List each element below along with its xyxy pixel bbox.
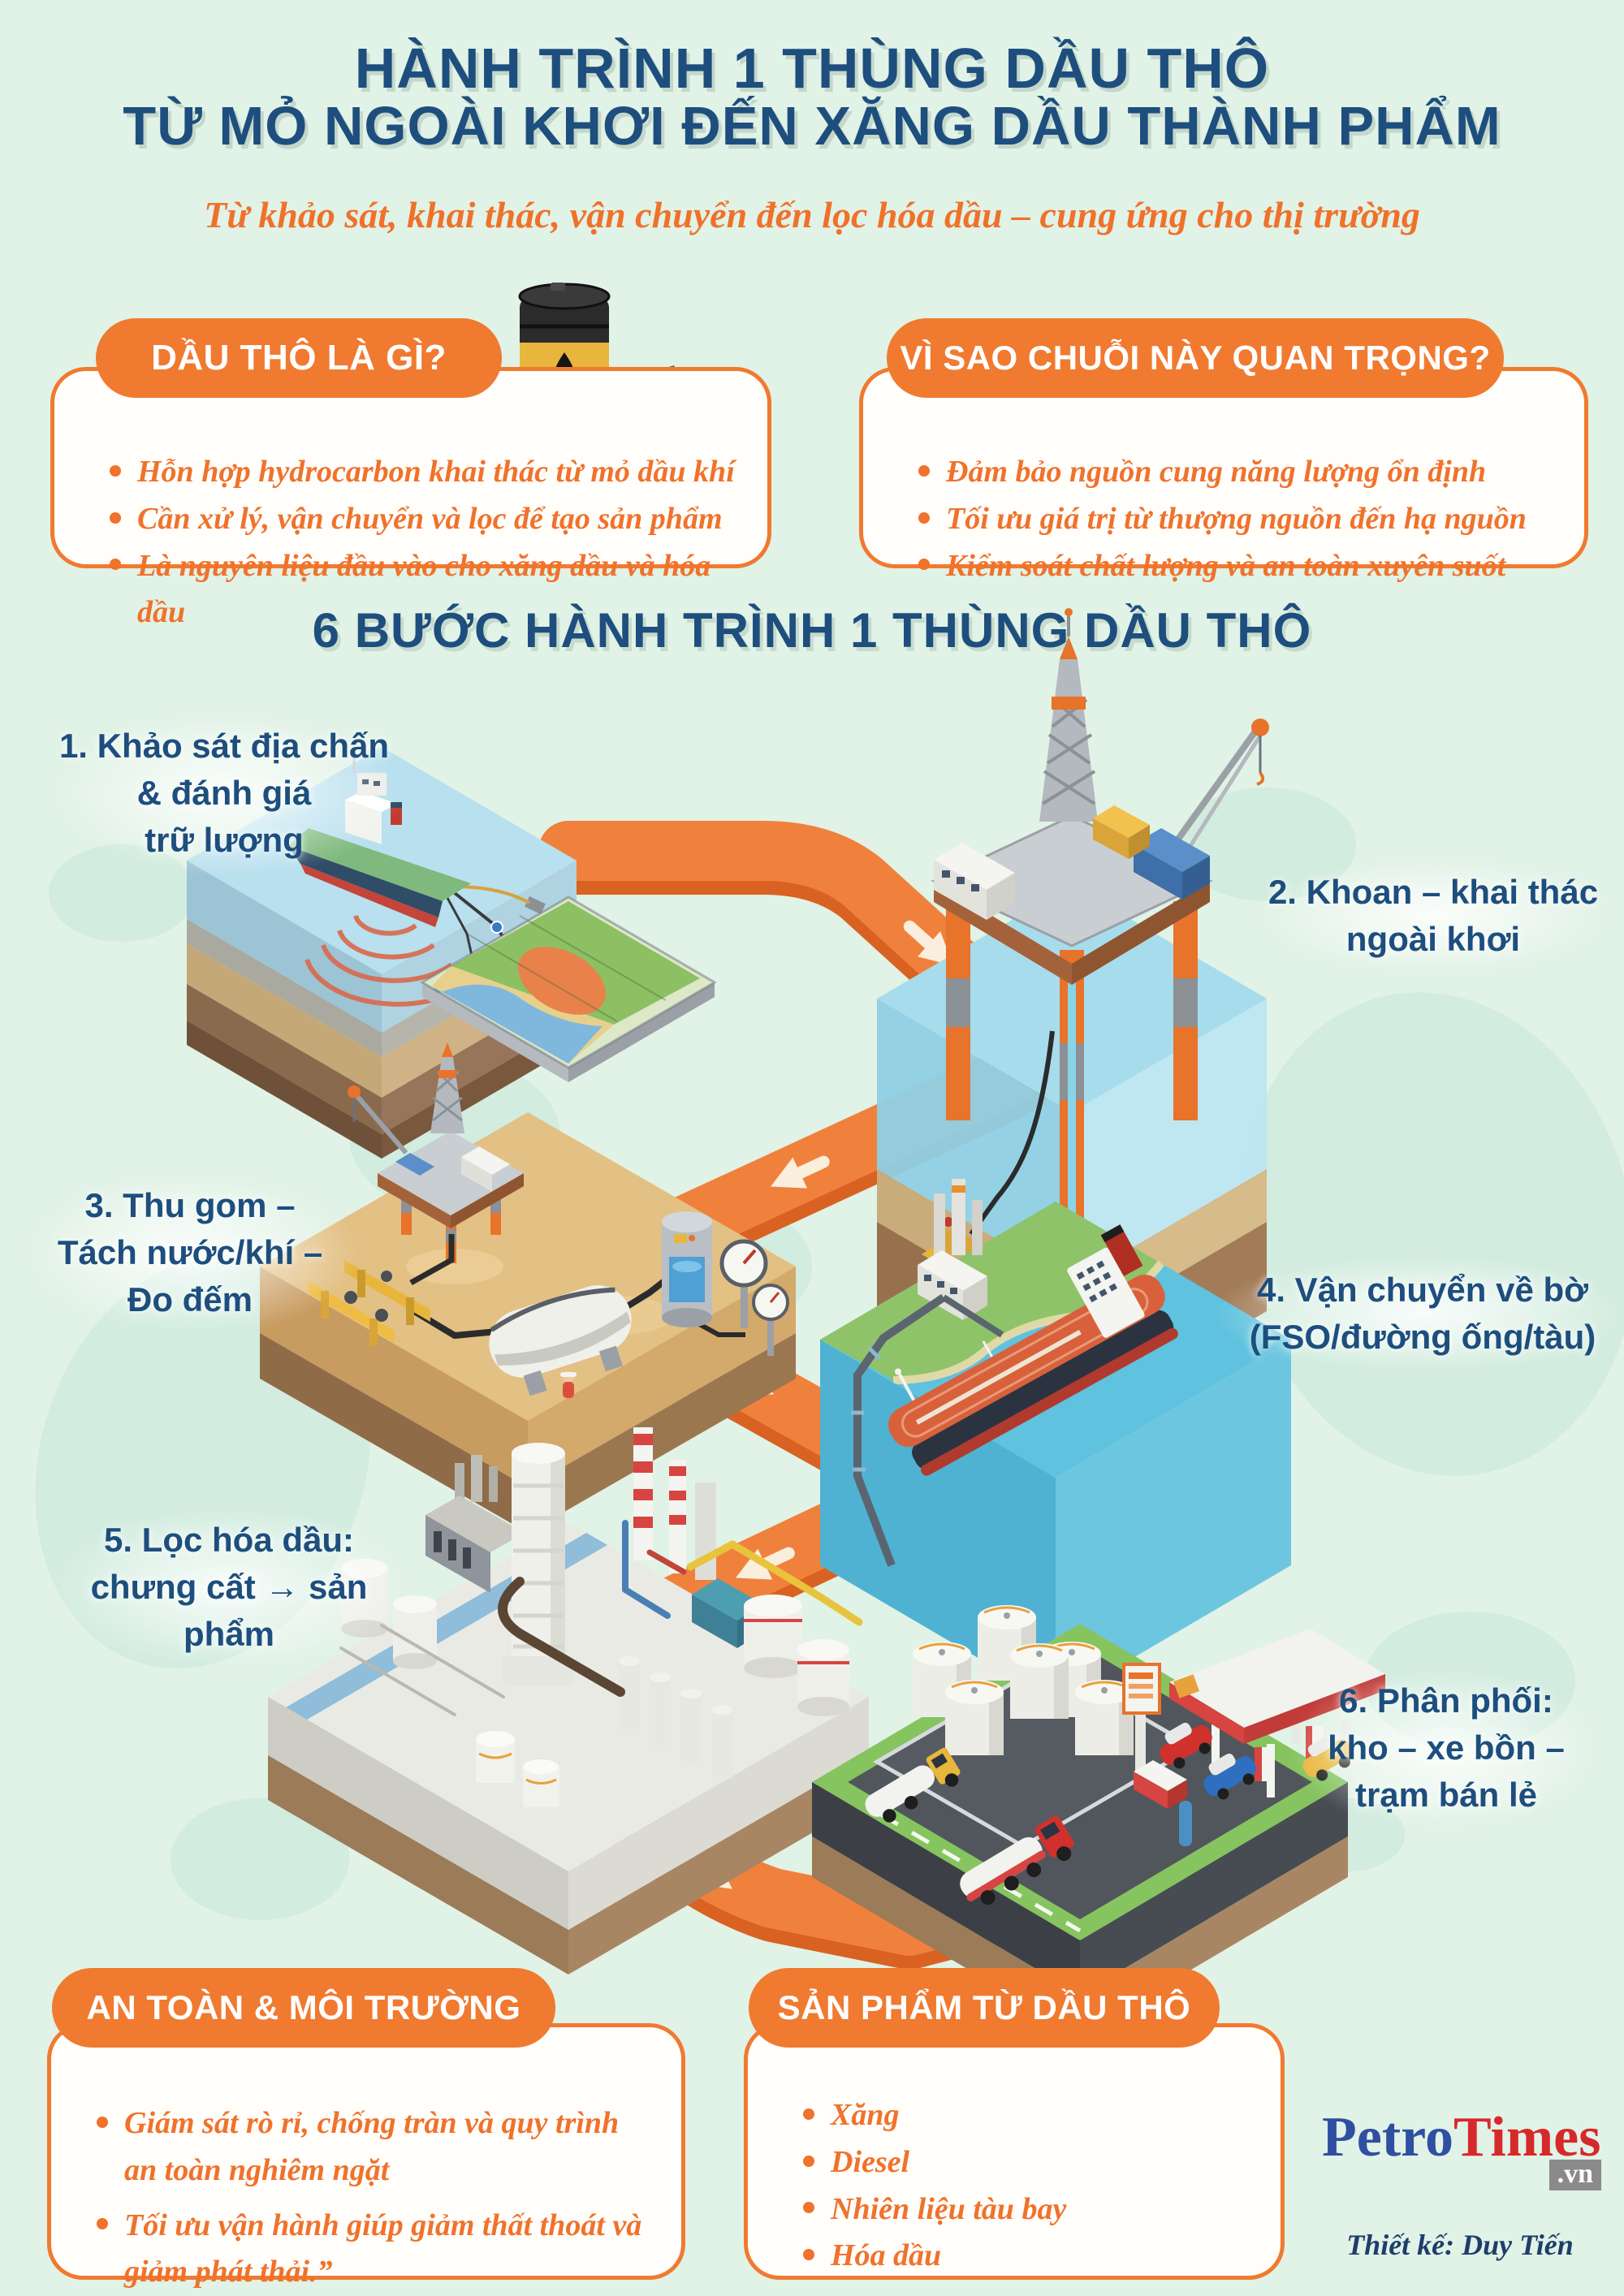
journey-section-title: 6 BƯỚC HÀNH TRÌNH 1 THÙNG DẦU THÔ <box>312 603 1312 658</box>
page-title: HÀNH TRÌNH 1 THÙNG DẦU THÔ TỪ MỎ NGOÀI K… <box>0 39 1624 154</box>
products-title: SẢN PHẨM TỪ DẦU THÔ <box>777 1988 1191 2026</box>
bullet-item: Diesel <box>797 2139 1256 2186</box>
brand-vn-badge: .vn <box>1548 2160 1601 2190</box>
step-label-3: 3. Thu gom – Tách nước/khí – Đo đếm <box>19 1167 361 1338</box>
worker-icon <box>560 1371 577 1398</box>
products-header: SẢN PHẨM TỪ DẦU THÔ <box>749 1968 1220 2048</box>
petrotimes-logo: PetroTimes .vn <box>1322 2106 1601 2190</box>
safety-environment-bullets: Giám sát rò rỉ, chống tràn và quy trình … <box>90 2100 652 2296</box>
what-is-crude-header: DẦU THÔ LÀ GÌ? <box>96 318 502 398</box>
tanker-ship-icon <box>888 1224 1178 1476</box>
safety-environment-title: AN TOÀN & MÔI TRƯỜNG <box>86 1988 521 2026</box>
bullet-item: Xăng <box>797 2092 1256 2139</box>
platform-legs-icon <box>946 901 1198 1218</box>
process-building-icon <box>425 1455 525 1593</box>
step-label-2: 2. Khoan – khai thác ngoài khơi <box>1250 854 1616 978</box>
tanker-truck-icon <box>865 1747 1074 1905</box>
bullet-item: Tối ưu vận hành giúp giảm thất thoát và … <box>90 2203 652 2296</box>
depot-tanks-icon <box>913 1605 1134 1755</box>
bullet-item: Là nguyên liệu đầu vào cho xăng dầu và h… <box>103 543 743 637</box>
why-chain-matters-header: VÌ SAO CHUỖI NÀY QUAN TRỌNG? <box>887 318 1504 398</box>
bullet-item: Nhiên liệu tàu bay <box>797 2186 1256 2233</box>
bullet-item: Kiểm soát chất lượng và an toàn xuyên su… <box>912 543 1560 590</box>
bullet-item: Hỗn hợp hydrocarbon khai thác từ mỏ dầu … <box>103 449 743 496</box>
mini-rig-icon <box>348 1042 524 1263</box>
safety-environment-box: Giám sát rò rỉ, chống tràn và quy trình … <box>47 2023 685 2289</box>
what-is-crude-title: DẦU THÔ LÀ GÌ? <box>151 338 447 378</box>
why-chain-matters-box: Đảm bảo nguồn cung năng lượng ổn định Tố… <box>859 367 1588 583</box>
derrick-icon <box>1039 608 1098 822</box>
products-box: Xăng Diesel Nhiên liệu tàu bay Hóa dầu <box>744 2023 1285 2280</box>
pressure-gauge-icon <box>719 1239 789 1356</box>
shore-land <box>820 1202 1161 1380</box>
why-chain-matters-title: VÌ SAO CHUỖI NÀY QUAN TRỌNG? <box>900 339 1491 377</box>
brand-petro: Petro <box>1322 2106 1453 2169</box>
what-is-crude-box: Hỗn hợp hydrocarbon khai thác từ mỏ dầu … <box>50 367 771 629</box>
bullet-item: Tối ưu giá trị từ thượng nguồn đến hạ ng… <box>912 496 1560 543</box>
designer-credit: Thiết kế: Duy Tiến <box>1346 2229 1574 2261</box>
kiosk-icon <box>1134 1760 1187 1809</box>
what-is-crude-bullets: Hỗn hợp hydrocarbon khai thác từ mỏ dầu … <box>103 449 743 637</box>
step-label-4: 4. Vận chuyển về bờ (FSO/đường ống/tàu) <box>1212 1252 1624 1375</box>
flow-arrow-1 <box>903 920 953 966</box>
bullet-item: Cần xử lý, vận chuyển và lọc để tạo sản … <box>103 496 743 543</box>
price-sign-icon <box>1122 1663 1161 1775</box>
deck-buildings-icon <box>934 805 1210 920</box>
offshore-platform-illustration <box>877 608 1269 1425</box>
separator-tank-icon <box>489 1285 632 1396</box>
page-subtitle: Từ khảo sát, khai thác, vận chuyển đến l… <box>204 194 1420 235</box>
page-title-line1: HÀNH TRÌNH 1 THÙNG DẦU THÔ <box>354 37 1270 100</box>
step-label-1: 1. Khảo sát địa chấn & đánh giá trữ lượn… <box>45 708 403 878</box>
flow-arrow-2 <box>770 1155 830 1189</box>
distribution-illustration <box>812 1605 1385 2035</box>
bullet-item: Đảm bảo nguồn cung năng lượng ổn định <box>912 449 1560 496</box>
products-bullets: Xăng Diesel Nhiên liệu tàu bay Hóa dầu <box>797 2092 1256 2280</box>
safety-environment-header: AN TOÀN & MÔI TRƯỜNG <box>52 1968 555 2048</box>
step-label-5: 5. Lọc hóa dầu: chưng cất → sản phẩm <box>42 1502 416 1672</box>
process-towers-icon <box>619 1656 732 1778</box>
why-chain-matters-bullets: Đảm bảo nguồn cung năng lượng ổn định Tố… <box>912 449 1560 589</box>
page-title-line2: TỪ MỎ NGOÀI KHƠI ĐẾN XĂNG DẦU THÀNH PHẨM <box>123 95 1501 157</box>
metering-tank-icon <box>662 1211 712 1327</box>
bullet-item: Giám sát rò rỉ, chống tràn và quy trình … <box>90 2100 652 2195</box>
bullet-item: Hóa dầu <box>797 2233 1256 2280</box>
refinery-illustration <box>268 1427 869 1974</box>
subsea-pipeline-icon <box>969 1030 1055 1236</box>
geological-map-icon <box>420 896 717 1082</box>
pipeline-icon <box>851 1293 1004 1567</box>
air-pump-pillar-icon <box>1179 1801 1192 1846</box>
step-label-6: 6. Phân phối: kho – xe bồn – trạm bán lẻ <box>1288 1663 1605 1833</box>
brand-times: Times <box>1453 2106 1601 2169</box>
